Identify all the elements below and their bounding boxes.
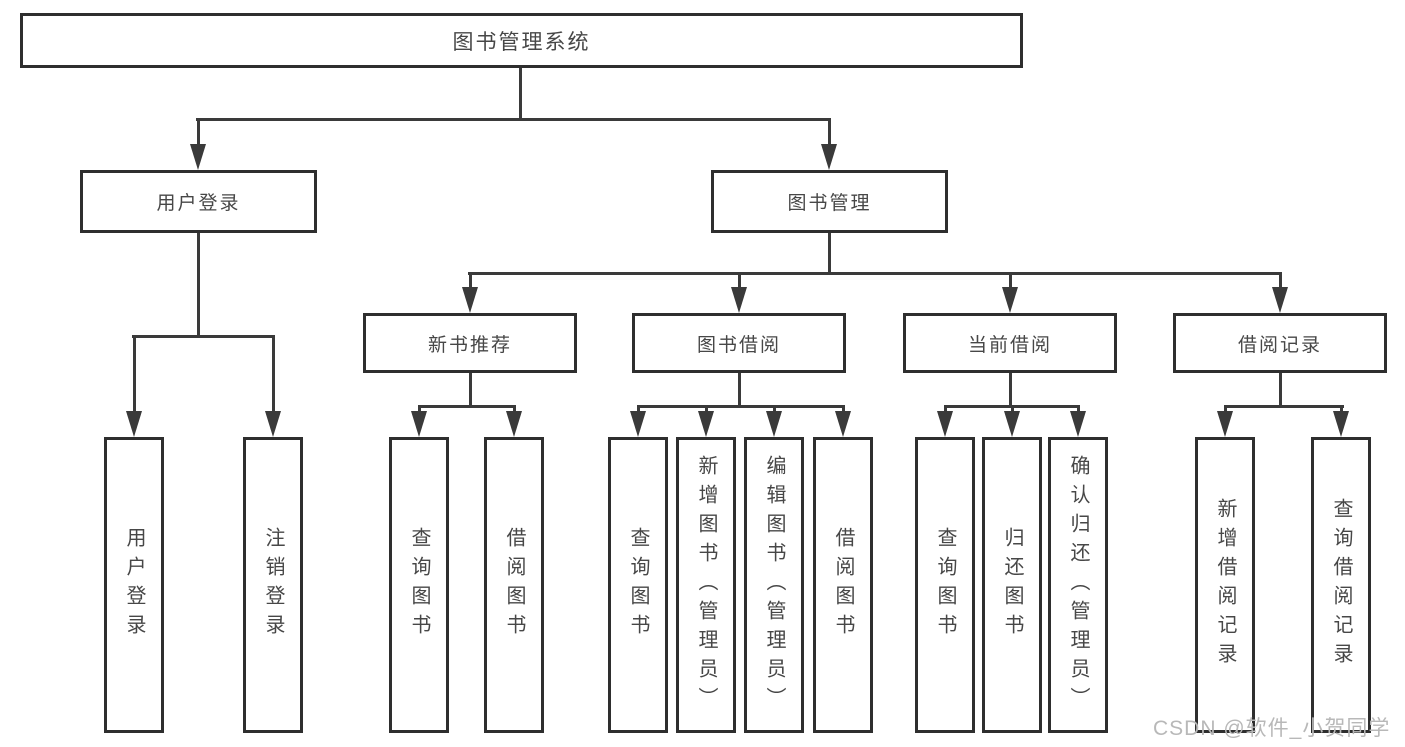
connector-hline [1224, 405, 1344, 408]
connector-vline [197, 233, 200, 337]
node-label: 图书管理系统 [452, 30, 591, 54]
connector-vline [828, 233, 831, 274]
node-label: 查询图书 [627, 527, 649, 643]
node-edit-book-admin: 编辑图书（管理员） [744, 437, 804, 733]
node-login: 用户登录 [104, 437, 164, 733]
arrow-down-icon [1217, 405, 1233, 437]
arrow-down-icon [1002, 272, 1018, 313]
node-add-borrow-record: 新增借阅记录 [1195, 437, 1255, 733]
connector-vline [519, 68, 522, 121]
connector-vline [469, 373, 472, 408]
node-label: 归还图书 [1001, 527, 1023, 643]
arrow-down-icon [1070, 405, 1086, 437]
node-new-book-recommend: 新书推荐 [363, 313, 577, 373]
node-query-books-current: 查询图书 [915, 437, 975, 733]
node-label: 借阅图书 [832, 527, 854, 643]
node-label: 注销登录 [262, 527, 284, 643]
arrow-down-icon [698, 405, 714, 437]
node-label: 借阅图书 [503, 527, 525, 643]
node-book-borrowing: 图书借阅 [632, 313, 846, 373]
node-borrow-books: 借阅图书 [813, 437, 873, 733]
node-label: 确认归还（管理员） [1067, 454, 1089, 716]
node-borrowing-records: 借阅记录 [1173, 313, 1387, 373]
arrow-down-icon [766, 405, 782, 437]
connector-vline [1009, 373, 1012, 408]
node-add-book-admin: 新增图书（管理员） [676, 437, 736, 733]
arrow-down-icon [190, 118, 206, 170]
node-label: 图书借阅 [696, 334, 781, 356]
node-label: 新增借阅记录 [1214, 498, 1236, 672]
node-logout: 注销登录 [243, 437, 303, 733]
node-current-borrowing: 当前借阅 [903, 313, 1117, 373]
node-query-books-borrowing: 查询图书 [608, 437, 668, 733]
node-user-login: 用户登录 [80, 170, 317, 233]
node-label: 当前借阅 [967, 334, 1052, 356]
arrow-down-icon [1333, 405, 1349, 437]
node-label: 查询图书 [934, 527, 956, 643]
arrow-down-icon [821, 118, 837, 170]
node-label: 用户登录 [123, 527, 145, 643]
node-label: 借阅记录 [1237, 334, 1322, 356]
arrow-down-icon [1272, 272, 1288, 313]
arrow-down-icon [265, 335, 281, 437]
arrow-down-icon [462, 272, 478, 313]
arrow-down-icon [937, 405, 953, 437]
node-label: 新增图书（管理员） [695, 454, 717, 716]
node-query-borrow-record: 查询借阅记录 [1311, 437, 1371, 733]
arrow-down-icon [411, 405, 427, 437]
node-label: 查询图书 [408, 527, 430, 643]
node-confirm-return-admin: 确认归还（管理员） [1048, 437, 1108, 733]
connector-hline [637, 405, 845, 408]
arrow-down-icon [126, 335, 142, 437]
arrow-down-icon [630, 405, 646, 437]
connector-hline [132, 335, 275, 338]
connector-vline [738, 373, 741, 408]
connector-vline [1279, 373, 1282, 408]
connector-hline [468, 272, 1281, 275]
csdn-watermark: CSDN @软件_小贺同学 [1153, 717, 1391, 740]
connector-hline [196, 118, 831, 121]
node-label: 新书推荐 [427, 334, 512, 356]
node-return-books: 归还图书 [982, 437, 1042, 733]
connector-hline [418, 405, 516, 408]
node-label: 查询借阅记录 [1330, 498, 1352, 672]
node-library-management-system: 图书管理系统 [20, 13, 1023, 68]
node-label: 图书管理 [787, 193, 872, 214]
node-borrow-books-recommend: 借阅图书 [484, 437, 544, 733]
node-book-management: 图书管理 [711, 170, 948, 233]
arrow-down-icon [835, 405, 851, 437]
node-query-books-recommend: 查询图书 [389, 437, 449, 733]
node-label: 用户登录 [156, 193, 241, 214]
node-label: 编辑图书（管理员） [763, 454, 785, 716]
arrow-down-icon [506, 405, 522, 437]
arrow-down-icon [731, 272, 747, 313]
arrow-down-icon [1004, 405, 1020, 437]
